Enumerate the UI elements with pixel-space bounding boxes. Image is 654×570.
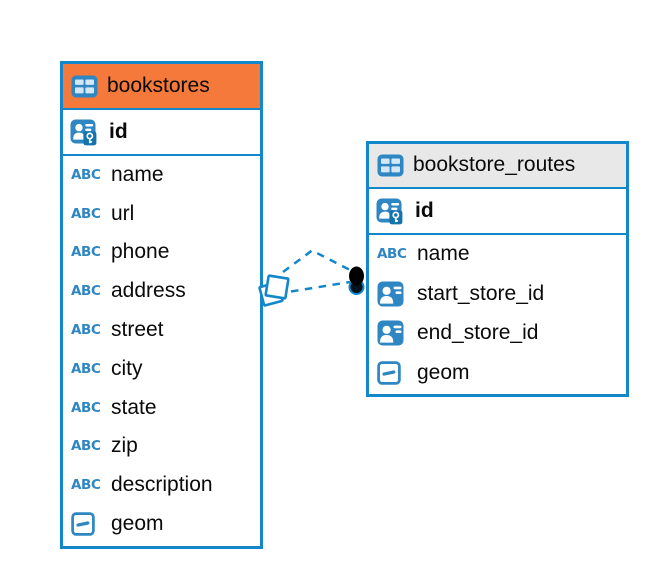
- column-name: city: [111, 356, 143, 380]
- table-title: bookstore_routes: [413, 153, 576, 177]
- relationship-source-squares-handle[interactable]: [258, 274, 290, 307]
- column-row-id[interactable]: id: [63, 110, 260, 156]
- column-row-geom[interactable]: geom: [369, 353, 626, 393]
- geometry-column-icon: [377, 361, 410, 385]
- column-row-zip[interactable]: ABC zip: [63, 427, 260, 466]
- entity-table-bookstore-routes[interactable]: bookstore_routes id ABC: [366, 141, 629, 397]
- column-row-phone[interactable]: ABC phone: [63, 233, 260, 272]
- column-name: url: [111, 201, 135, 225]
- text-column-icon: ABC: [71, 166, 101, 183]
- column-name: geom: [417, 361, 470, 385]
- column-row-name[interactable]: ABC name: [369, 235, 626, 275]
- text-column-icon: ABC: [71, 283, 101, 300]
- relationship-line-lower[interactable]: [290, 280, 351, 293]
- column-name: name: [417, 242, 470, 266]
- text-column-icon: ABC: [71, 360, 101, 377]
- column-row-street[interactable]: ABC street: [63, 311, 260, 350]
- column-row-start-store-id[interactable]: start_store_id: [369, 274, 626, 314]
- text-column-icon: ABC: [71, 244, 101, 261]
- geometry-column-icon: [71, 512, 104, 536]
- column-row-name[interactable]: ABC name: [63, 156, 260, 195]
- table-icon: [71, 75, 98, 98]
- table-header-bookstore-routes[interactable]: bookstore_routes: [369, 144, 626, 189]
- column-name: id: [415, 198, 434, 222]
- column-row-end-store-id[interactable]: end_store_id: [369, 314, 626, 354]
- column-row-id[interactable]: id: [369, 188, 626, 235]
- column-name: state: [111, 395, 157, 419]
- column-name: address: [111, 279, 186, 303]
- relationship-target-dots-handle[interactable]: [348, 266, 365, 295]
- foreign-key-column-icon: [377, 320, 410, 346]
- columns-list: ABC name start_store_id: [369, 234, 626, 393]
- table-title: bookstores: [107, 74, 210, 97]
- text-column-icon: ABC: [377, 246, 407, 263]
- primary-key-icon: [70, 118, 101, 146]
- columns-list: ABC name ABC url ABC phone ABC address A…: [63, 155, 260, 544]
- entity-table-bookstores[interactable]: bookstores id ABC na: [60, 61, 263, 549]
- table-icon: [377, 154, 404, 177]
- column-name: id: [109, 119, 128, 143]
- column-row-address[interactable]: ABC address: [63, 272, 260, 311]
- column-row-description[interactable]: ABC description: [63, 466, 260, 505]
- foreign-key-column-icon: [377, 281, 410, 307]
- table-header-bookstores[interactable]: bookstores: [63, 64, 260, 110]
- column-row-url[interactable]: ABC url: [63, 194, 260, 233]
- column-name: geom: [111, 512, 164, 536]
- column-row-city[interactable]: ABC city: [63, 349, 260, 388]
- primary-key-icon: [376, 197, 407, 225]
- column-name: description: [111, 473, 213, 497]
- column-name: phone: [111, 240, 170, 264]
- text-column-icon: ABC: [71, 322, 101, 339]
- relationship-line-upper[interactable]: [282, 249, 353, 274]
- column-name: end_store_id: [417, 321, 539, 345]
- column-row-geom[interactable]: geom: [63, 505, 260, 544]
- text-column-icon: ABC: [71, 438, 101, 455]
- text-column-icon: ABC: [71, 399, 101, 416]
- column-name: street: [111, 318, 164, 342]
- column-name: zip: [111, 434, 138, 458]
- column-name: name: [111, 162, 164, 186]
- text-column-icon: ABC: [71, 205, 101, 222]
- column-name: start_store_id: [417, 281, 545, 305]
- column-row-state[interactable]: ABC state: [63, 388, 260, 427]
- text-column-icon: ABC: [71, 477, 101, 494]
